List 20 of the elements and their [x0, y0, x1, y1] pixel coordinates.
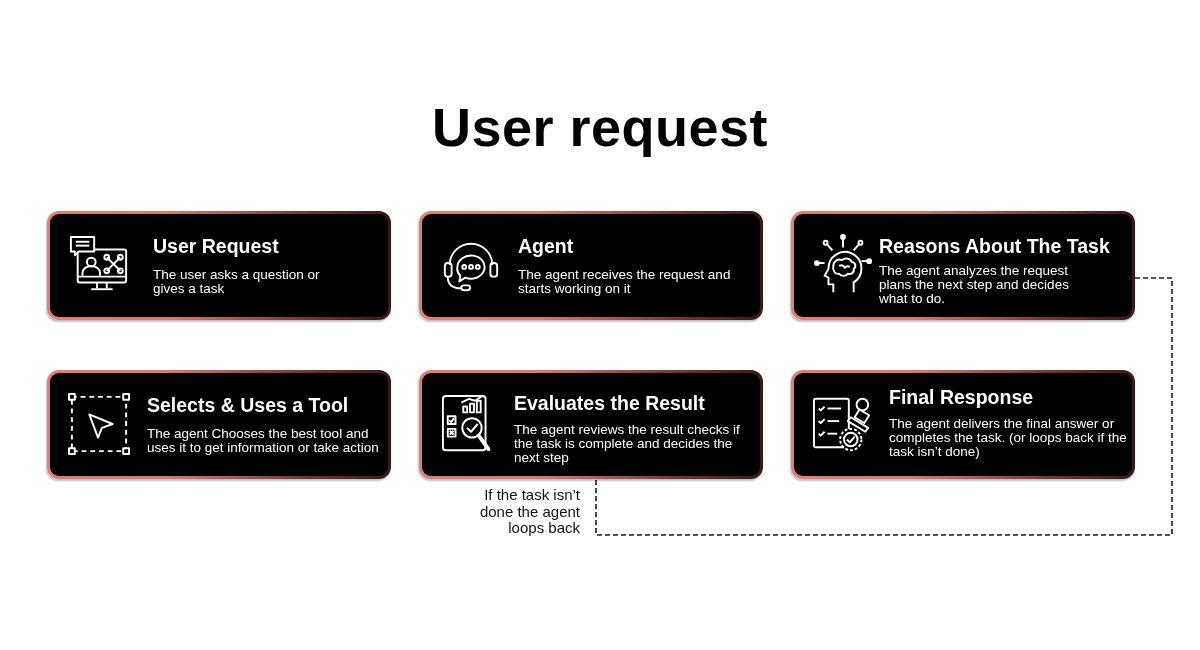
card-heading: Final Response [889, 387, 1034, 409]
step-card [47, 370, 391, 479]
dashed-connector-line [595, 277, 1173, 536]
card-description: The agent Chooses the best tool and uses it to get information or take action [147, 427, 379, 456]
card-description: The agent delivers the final answer or completes the task. (or loops back if the task isn’t done) [889, 417, 1128, 460]
card-heading: Selects & Uses a Tool [147, 395, 349, 417]
card-heading: Reasons About The Task [879, 236, 1110, 258]
diagram-title: User request [431, 97, 769, 157]
step-card [791, 370, 1135, 479]
card-description: The user asks a question or gives a task [153, 268, 321, 297]
card-description: The agent analyzes the request plans the next step and decides what to do. [879, 264, 1070, 307]
card-heading: Agent [518, 236, 574, 258]
card-description: The agent reviews the result checks if the task is complete and decides the next step [514, 423, 741, 466]
step-card [419, 370, 763, 479]
step-card [419, 211, 763, 320]
card-heading: Evaluates the Result [514, 393, 705, 415]
card-description: The agent receives the request and starts working on it [518, 268, 732, 297]
card-heading: User Request [153, 236, 279, 258]
step-card [791, 211, 1135, 320]
step-card [47, 211, 391, 320]
